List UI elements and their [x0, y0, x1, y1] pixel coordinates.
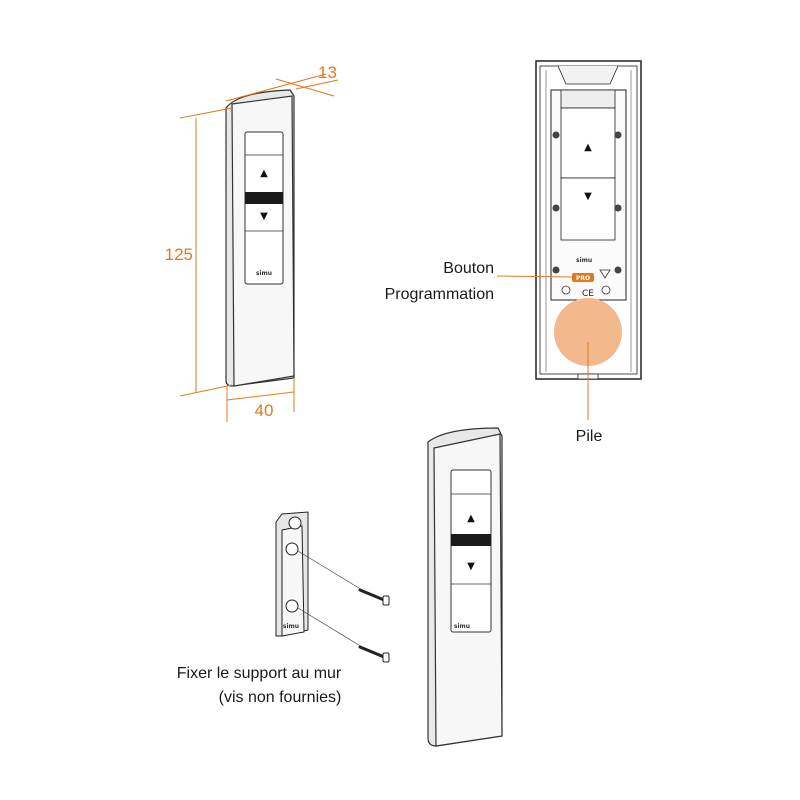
bouton-label-line1: Bouton [443, 260, 494, 277]
depth-dimension: 13 [318, 63, 337, 82]
programming-button [572, 273, 594, 282]
compliance-icon [561, 285, 571, 295]
screw-hole [285, 542, 299, 556]
compliance-icon [601, 285, 611, 295]
fixer-label-line2: (vis non fournies) [219, 689, 342, 706]
board-up-zone [560, 107, 616, 179]
depth-dim-line [275, 78, 335, 97]
brand-logo: simu [283, 623, 299, 630]
up-arrow-icon: ▲ [467, 513, 475, 524]
screw-hole [285, 599, 299, 613]
screw-icon [614, 204, 622, 212]
large-button-panel [450, 469, 492, 633]
wall-screw-icon [358, 645, 390, 663]
brand-logo: simu [454, 623, 470, 630]
down-arrow-icon: ▼ [584, 191, 592, 202]
button-panel [244, 131, 284, 285]
stop-button [245, 192, 283, 204]
depth-ext-line [295, 79, 339, 90]
up-arrow-icon: ▲ [584, 142, 592, 153]
remote-back-view: ▲ ▼ simu PRO CE [496, 60, 642, 420]
down-arrow-icon: ▼ [467, 561, 475, 572]
battery-cell [554, 298, 622, 366]
large-remote: ▲ ▼ simu [427, 427, 503, 747]
wall-bracket-assembly: simu [275, 511, 390, 663]
up-arrow-icon: ▲ [260, 168, 268, 179]
recycle-bin-icon [599, 269, 611, 279]
board-connector [560, 89, 616, 109]
screw-axis-line [297, 550, 373, 597]
bouton-leader-line [496, 275, 573, 278]
stop-button [451, 534, 491, 546]
screw-icon [614, 266, 622, 274]
height-dimension: 125 [165, 245, 193, 264]
brand-logo: simu [576, 257, 592, 264]
screw-axis-line [297, 607, 373, 654]
board-down-zone [560, 177, 616, 241]
bracket-hole [288, 516, 302, 530]
dimensioned-remote: ▲ ▼ simu 13 125 40 [165, 63, 339, 422]
screw-icon [614, 131, 622, 139]
down-arrow-icon: ▼ [260, 211, 268, 222]
top-clip [557, 65, 619, 85]
height-ext-line [179, 384, 233, 397]
wall-screw-icon [358, 588, 390, 606]
brand-logo: simu [256, 270, 272, 277]
pile-label: Pile [576, 428, 603, 445]
height-ext-line [179, 107, 233, 119]
bracket-plate [281, 525, 305, 637]
screw-icon [552, 204, 560, 212]
pro-label: PRO [576, 275, 590, 282]
width-dim-line [226, 391, 295, 401]
bouton-label-line2: Programmation [385, 286, 494, 303]
screw-icon [552, 266, 560, 274]
ce-mark-icon: CE [582, 289, 594, 299]
width-dimension: 40 [255, 401, 274, 420]
screw-icon [552, 131, 560, 139]
fixer-label-line1: Fixer le support au mur [177, 665, 342, 682]
depth-ext-line [225, 73, 327, 102]
